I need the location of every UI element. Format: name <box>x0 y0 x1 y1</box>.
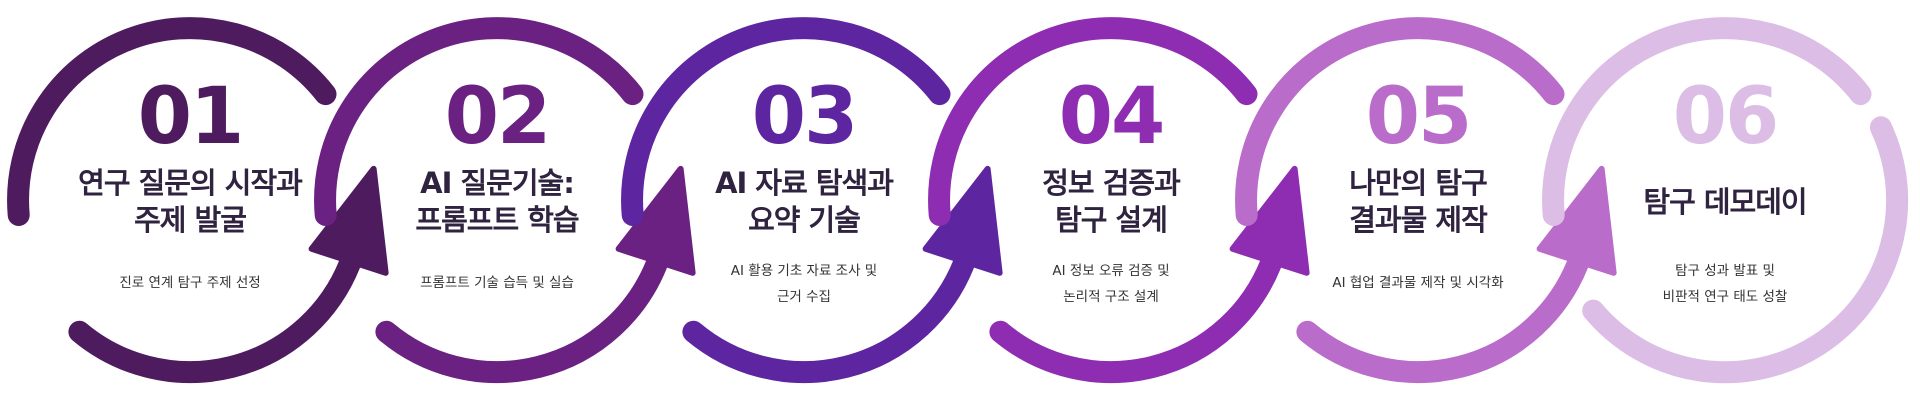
step-title-line: 프롬프트 학습 <box>415 203 579 237</box>
step-1-lower-arc <box>68 253 361 384</box>
step-number: 01 <box>137 72 245 162</box>
step-6-ring <box>1542 17 1909 384</box>
step-number: 03 <box>751 72 859 162</box>
step-description-line: 탐구 성과 발표 및 <box>1675 263 1775 279</box>
step-title-line: 주제 발굴 <box>134 203 247 237</box>
step-5-lower-arc <box>1296 253 1589 384</box>
step-4-arrowhead <box>1229 165 1310 276</box>
step-3-arrowhead <box>922 165 1003 276</box>
step-title-line: AI 질문기술: <box>420 166 575 200</box>
step-title-line: 결과물 제작 <box>1349 203 1488 237</box>
step-description-line: 진로 연계 탐구 주제 선정 <box>119 275 261 291</box>
step-title-line: AI 자료 탐색과 <box>715 166 894 200</box>
step-title-line: 나만의 탐구 <box>1349 166 1488 200</box>
step-4-upper-arc <box>928 17 1258 226</box>
step-number: 06 <box>1672 72 1780 162</box>
step-2-lower-arc <box>375 253 668 384</box>
step-title-line: 연구 질문의 시작과 <box>78 166 303 200</box>
step-description: 프롬프트 기술 습득 및 실습 <box>347 270 647 296</box>
step-description-line: 논리적 구조 설계 <box>1063 289 1159 305</box>
step-number: 02 <box>444 72 552 162</box>
step-title-line: 탐구 설계 <box>1055 203 1168 237</box>
step-description: AI 협업 결과물 제작 및 시각화 <box>1268 270 1568 296</box>
step-title-line: 탐구 데모데이 <box>1643 185 1807 219</box>
step-2-arrowhead <box>615 165 696 276</box>
step-description-line: AI 협업 결과물 제작 및 시각화 <box>1332 275 1504 291</box>
step-description-line: AI 정보 오류 검증 및 <box>1052 263 1170 279</box>
step-title-line: 요약 기술 <box>748 203 861 237</box>
step-description-line: 비판적 연구 태도 성찰 <box>1662 289 1788 305</box>
step-title: 탐구 데모데이 <box>1575 184 1875 221</box>
step-description-line: AI 활용 기초 자료 조사 및 <box>730 263 878 279</box>
step-5-upper-arc <box>1235 17 1565 226</box>
step-5-ring <box>1235 17 1617 384</box>
step-6-upper-arc <box>1542 17 1872 226</box>
step-number: 05 <box>1365 72 1473 162</box>
step-4-lower-arc <box>989 253 1282 384</box>
step-number: 04 <box>1058 72 1166 162</box>
step-description-line: 프롬프트 기술 습득 및 실습 <box>420 275 574 291</box>
step-3-ring <box>621 17 1003 384</box>
step-1-upper-arc <box>7 17 337 226</box>
step-2-ring <box>314 17 696 384</box>
step-title: AI 질문기술:프롬프트 학습 <box>347 165 647 239</box>
step-title-line: 정보 검증과 <box>1042 166 1181 200</box>
step-1-arrowhead <box>308 165 389 276</box>
step-5-arrowhead <box>1536 165 1617 276</box>
step-4-ring <box>928 17 1310 384</box>
step-1-ring <box>7 17 389 384</box>
step-6-lower-arc <box>1582 116 1909 384</box>
step-3-upper-arc <box>621 17 951 226</box>
step-3-lower-arc <box>682 253 975 384</box>
step-description: 진로 연계 탐구 주제 선정 <box>40 270 340 296</box>
step-2-upper-arc <box>314 17 644 226</box>
step-description-line: 근거 수집 <box>777 289 831 305</box>
